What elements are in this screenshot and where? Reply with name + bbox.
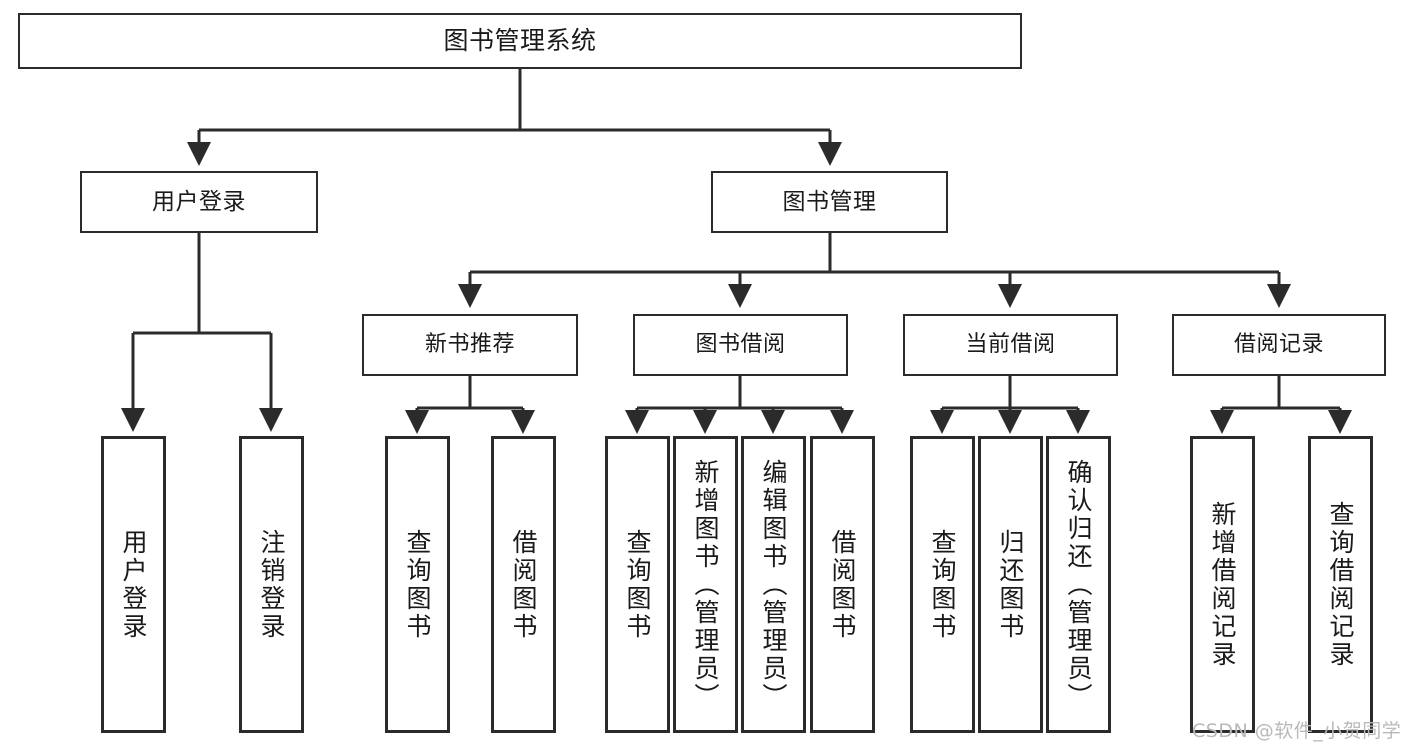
leaf-add-borrow-record-label: 新增借阅记录 bbox=[1208, 500, 1237, 669]
leaf-borrow-book-1[interactable]: 借阅图书 bbox=[491, 436, 556, 733]
node-book-borrow-label: 图书借阅 bbox=[695, 332, 786, 358]
leaf-query-book-1[interactable]: 查询图书 bbox=[385, 436, 450, 733]
node-book-borrow[interactable]: 图书借阅 bbox=[633, 314, 848, 376]
leaf-query-borrow-record-label: 查询借阅记录 bbox=[1326, 500, 1355, 669]
leaf-edit-book-label: 编辑图书（管理员） bbox=[759, 458, 788, 711]
node-book-management-label: 图书管理 bbox=[782, 188, 877, 215]
leaf-query-book-2[interactable]: 查询图书 bbox=[605, 436, 670, 733]
leaf-query-borrow-record[interactable]: 查询借阅记录 bbox=[1308, 436, 1373, 733]
leaf-borrow-book-2-label: 借阅图书 bbox=[828, 528, 857, 641]
leaf-return-book[interactable]: 归还图书 bbox=[978, 436, 1043, 733]
leaf-query-book-2-label: 查询图书 bbox=[623, 528, 652, 641]
leaf-confirm-return-label: 确认归还（管理员） bbox=[1064, 458, 1093, 711]
node-borrow-record-label: 借阅记录 bbox=[1233, 332, 1324, 358]
leaf-borrow-book-1-label: 借阅图书 bbox=[509, 528, 538, 641]
node-book-management[interactable]: 图书管理 bbox=[711, 171, 948, 233]
leaf-borrow-book-2[interactable]: 借阅图书 bbox=[810, 436, 875, 733]
leaf-user-login[interactable]: 用户登录 bbox=[101, 436, 166, 733]
leaf-query-book-1-label: 查询图书 bbox=[403, 528, 432, 641]
leaf-query-book-3[interactable]: 查询图书 bbox=[910, 436, 975, 733]
leaf-logout-label: 注销登录 bbox=[257, 528, 286, 641]
node-current-borrow-label: 当前借阅 bbox=[965, 332, 1056, 358]
leaf-add-book[interactable]: 新增图书（管理员） bbox=[673, 436, 738, 733]
leaf-add-borrow-record[interactable]: 新增借阅记录 bbox=[1190, 436, 1255, 733]
leaf-add-book-label: 新增图书（管理员） bbox=[691, 458, 720, 711]
node-new-book-recommend-label: 新书推荐 bbox=[424, 332, 515, 358]
node-new-book-recommend[interactable]: 新书推荐 bbox=[362, 314, 578, 376]
watermark-text: CSDN @软件_小贺同学 bbox=[1192, 720, 1402, 742]
leaf-logout[interactable]: 注销登录 bbox=[239, 436, 304, 733]
node-borrow-record[interactable]: 借阅记录 bbox=[1172, 314, 1386, 376]
node-user-login-label: 用户登录 bbox=[152, 188, 246, 215]
leaf-return-book-label: 归还图书 bbox=[996, 528, 1025, 641]
leaf-confirm-return[interactable]: 确认归还（管理员） bbox=[1046, 436, 1111, 733]
leaf-edit-book[interactable]: 编辑图书（管理员） bbox=[741, 436, 806, 733]
leaf-user-login-label: 用户登录 bbox=[119, 528, 148, 641]
node-user-login[interactable]: 用户登录 bbox=[80, 171, 318, 233]
node-root[interactable]: 图书管理系统 bbox=[18, 13, 1022, 69]
node-root-label: 图书管理系统 bbox=[443, 25, 597, 55]
node-current-borrow[interactable]: 当前借阅 bbox=[903, 314, 1118, 376]
leaf-query-book-3-label: 查询图书 bbox=[928, 528, 957, 641]
